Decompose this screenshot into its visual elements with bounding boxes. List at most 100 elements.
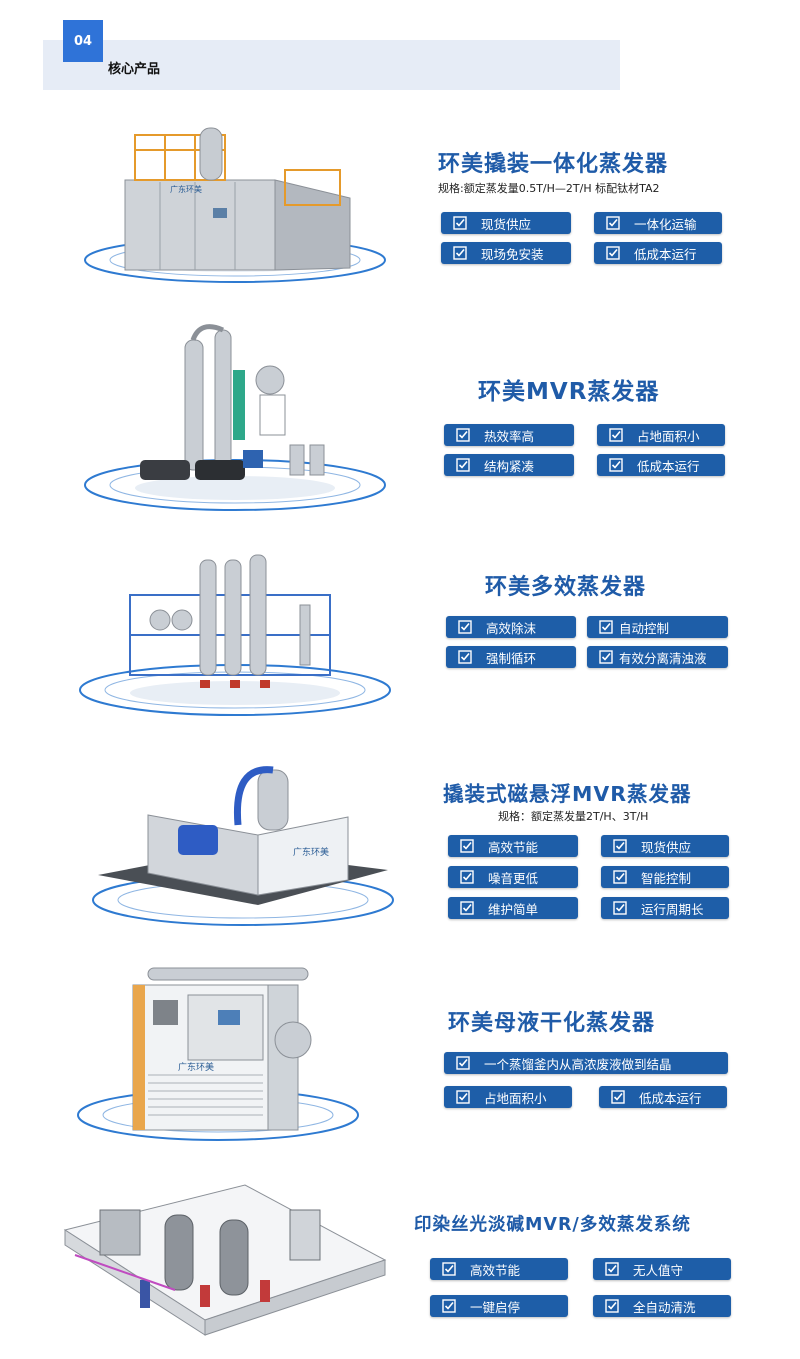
feature-badge: 低成本运行 xyxy=(594,242,722,264)
checkbox-icon xyxy=(460,870,474,884)
checkbox-icon xyxy=(606,246,620,260)
product-card: 印染丝光淡碱MVR/多效蒸发系统 高效节能 无人值守 一键启停 全自动清洗 xyxy=(0,1170,800,1355)
checkbox-icon xyxy=(456,1090,470,1104)
feature-badge: 全自动清洗 xyxy=(593,1295,731,1317)
product-image-maglev-mvr-evaporator: 广东环美 xyxy=(92,766,394,926)
feature-badge: 占地面积小 xyxy=(444,1086,572,1108)
product-image-mother-liquor-dryer: 广东环美 xyxy=(77,967,359,1141)
product-title: 环美多效蒸发器 xyxy=(485,575,647,600)
product-logo: 广东环美 xyxy=(293,846,329,857)
product-image-alkali-recovery-system xyxy=(63,1184,387,1336)
feature-badge: 高效节能 xyxy=(430,1258,568,1280)
checkbox-icon xyxy=(456,428,470,442)
checkbox-icon xyxy=(611,1090,625,1104)
feature-badge: 低成本运行 xyxy=(597,454,725,476)
feature-badge: 现货供应 xyxy=(601,835,729,857)
product-image-mvr-evaporator xyxy=(84,324,386,511)
section-title: 核心产品 xyxy=(108,62,161,77)
product-logo: 广东环美 xyxy=(170,184,202,194)
feature-label: 智能控制 xyxy=(641,870,692,886)
checkbox-icon xyxy=(599,650,613,664)
checkbox-icon xyxy=(609,428,623,442)
feature-badge: 噪音更低 xyxy=(448,866,578,888)
feature-badge: 有效分离清浊液 xyxy=(587,646,728,668)
feature-label: 低成本运行 xyxy=(634,246,697,262)
product-title: 印染丝光淡碱MVR/多效蒸发系统 xyxy=(414,1215,691,1235)
product-card: 广东环美 环美撬装一体化蒸发器 规格:额定蒸发量0.5T/H—2T/H 标配钛材… xyxy=(0,120,800,290)
feature-label: 占地面积小 xyxy=(637,428,700,444)
product-spec: 规格：额定蒸发量2T/H、3T/H xyxy=(498,810,649,823)
product-image-skid-evaporator: 广东环美 xyxy=(84,127,386,283)
feature-label: 现货供应 xyxy=(641,839,692,855)
product-card: 广东环美 撬装式磁悬浮MVR蒸发器 规格：额定蒸发量2T/H、3T/H 高效节能… xyxy=(0,755,800,940)
product-title: 环美撬装一体化蒸发器 xyxy=(438,152,669,177)
feature-label: 有效分离清浊液 xyxy=(619,650,707,666)
feature-label: 低成本运行 xyxy=(639,1090,702,1106)
feature-label: 自动控制 xyxy=(619,620,670,636)
feature-badge: 无人值守 xyxy=(593,1258,731,1280)
checkbox-icon xyxy=(460,839,474,853)
product-title: 环美MVR蒸发器 xyxy=(478,379,660,405)
feature-label: 热效率高 xyxy=(484,428,535,444)
feature-label: 维护简单 xyxy=(488,901,539,917)
feature-badge: 一体化运输 xyxy=(594,212,722,234)
feature-badge: 智能控制 xyxy=(601,866,729,888)
checkbox-icon xyxy=(456,1056,470,1070)
section-header-bar xyxy=(43,40,620,90)
section-number-badge: 04 xyxy=(63,20,103,62)
feature-badge: 高效节能 xyxy=(448,835,578,857)
checkbox-icon xyxy=(442,1262,456,1276)
feature-label: 运行周期长 xyxy=(641,901,704,917)
checkbox-icon xyxy=(442,1299,456,1313)
feature-label: 结构紧凑 xyxy=(484,458,535,474)
checkbox-icon xyxy=(456,458,470,472)
feature-label: 高效除沫 xyxy=(486,620,537,636)
feature-badge: 一键启停 xyxy=(430,1295,568,1317)
checkbox-icon xyxy=(458,650,472,664)
product-card: 环美MVR蒸发器 热效率高 占地面积小 结构紧凑 低成本运行 xyxy=(0,320,800,515)
feature-label: 无人值守 xyxy=(633,1262,684,1278)
checkbox-icon xyxy=(460,901,474,915)
product-logo: 广东环美 xyxy=(178,1061,214,1072)
feature-label: 强制循环 xyxy=(486,650,537,666)
product-card: 环美多效蒸发器 高效除沫 自动控制 强制循环 有效分离清浊液 xyxy=(0,545,800,720)
feature-label: 高效节能 xyxy=(470,1262,521,1278)
product-spec: 规格:额定蒸发量0.5T/H—2T/H 标配钛材TA2 xyxy=(438,182,660,195)
checkbox-icon xyxy=(453,246,467,260)
checkbox-icon xyxy=(613,839,627,853)
feature-label: 高效节能 xyxy=(488,839,539,855)
checkbox-icon xyxy=(613,870,627,884)
feature-label: 全自动清洗 xyxy=(633,1299,696,1315)
feature-badge: 结构紧凑 xyxy=(444,454,574,476)
product-title: 撬装式磁悬浮MVR蒸发器 xyxy=(443,782,692,806)
feature-badge: 低成本运行 xyxy=(599,1086,727,1108)
product-card: 广东环美 环美母液干化蒸发器 一个蒸馏釜内从高浓废液做到结晶 占地面积小 低成本… xyxy=(0,960,800,1150)
feature-badge: 热效率高 xyxy=(444,424,574,446)
feature-label: 现场免安装 xyxy=(481,246,544,262)
checkbox-icon xyxy=(458,620,472,634)
checkbox-icon xyxy=(605,1262,619,1276)
feature-label: 占地面积小 xyxy=(484,1090,547,1106)
checkbox-icon xyxy=(606,216,620,230)
product-image-multi-effect-evaporator xyxy=(79,554,391,716)
feature-label: 现货供应 xyxy=(481,216,532,232)
feature-badge: 自动控制 xyxy=(587,616,728,638)
checkbox-icon xyxy=(453,216,467,230)
feature-label: 低成本运行 xyxy=(637,458,700,474)
feature-badge: 高效除沫 xyxy=(446,616,576,638)
feature-badge: 现场免安装 xyxy=(441,242,571,264)
checkbox-icon xyxy=(609,458,623,472)
feature-badge: 运行周期长 xyxy=(601,897,729,919)
feature-badge: 强制循环 xyxy=(446,646,576,668)
feature-badge: 一个蒸馏釜内从高浓废液做到结晶 xyxy=(444,1052,728,1074)
checkbox-icon xyxy=(605,1299,619,1313)
feature-label: 一体化运输 xyxy=(634,216,697,232)
checkbox-icon xyxy=(613,901,627,915)
checkbox-icon xyxy=(599,620,613,634)
feature-label: 一键启停 xyxy=(470,1299,521,1315)
feature-badge: 现货供应 xyxy=(441,212,571,234)
feature-label: 噪音更低 xyxy=(488,870,539,886)
feature-label: 一个蒸馏釜内从高浓废液做到结晶 xyxy=(484,1056,672,1072)
feature-badge: 维护简单 xyxy=(448,897,578,919)
product-title: 环美母液干化蒸发器 xyxy=(448,1011,656,1036)
